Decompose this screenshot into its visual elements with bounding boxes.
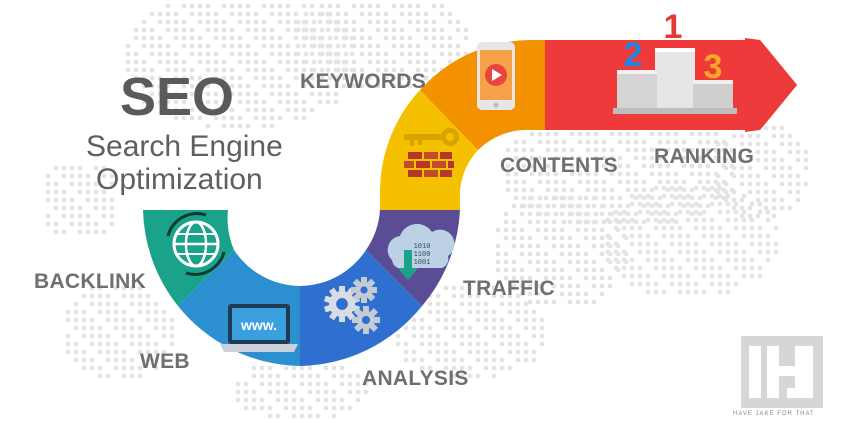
binary-line-2: 1100	[414, 251, 431, 259]
label-ranking: RANKING	[654, 145, 755, 168]
binary-line-1: 1010	[414, 243, 431, 251]
gears-icon	[323, 277, 380, 334]
label-backlink: BACKLINK	[34, 270, 147, 293]
podium-number-1: 1	[664, 8, 683, 46]
globe-icon	[166, 212, 226, 276]
seo-subtitle-line-1: Search Engine	[86, 130, 283, 163]
label-keywords: KEYWORDS	[300, 70, 427, 93]
podium-number-3: 3	[704, 48, 723, 86]
label-traffic: TRAFFIC	[463, 277, 555, 300]
laptop-icon: www.	[220, 304, 298, 352]
podium-first-step	[655, 48, 695, 108]
arrow-head	[745, 38, 797, 132]
gear-shape	[352, 306, 380, 334]
label-contents: CONTENTS	[500, 154, 618, 177]
smartphone-play-icon	[477, 42, 515, 110]
segment-contents	[380, 90, 478, 210]
seo-subtitle-line-2: Optimization	[96, 163, 263, 196]
key-wall-icon	[404, 128, 459, 177]
podium-number-2: 2	[624, 36, 643, 74]
podium-icon	[613, 48, 737, 114]
logo-tagline: HAVE JAKE FOR THAT	[733, 411, 815, 417]
seo-title: SEO	[120, 67, 235, 127]
binary-line-3: 1001	[414, 259, 431, 267]
ihj-logo	[741, 336, 823, 408]
label-web: WEB	[140, 350, 190, 373]
label-analysis: ANALYSIS	[362, 367, 469, 390]
cloud-download-icon: 1010 1100 1001	[387, 223, 455, 280]
podium-second-step	[617, 70, 657, 108]
podium-third-step	[693, 80, 733, 108]
gear-shape	[351, 277, 377, 303]
segment-analysis	[300, 250, 422, 366]
laptop-screen-text: www.	[240, 317, 277, 333]
